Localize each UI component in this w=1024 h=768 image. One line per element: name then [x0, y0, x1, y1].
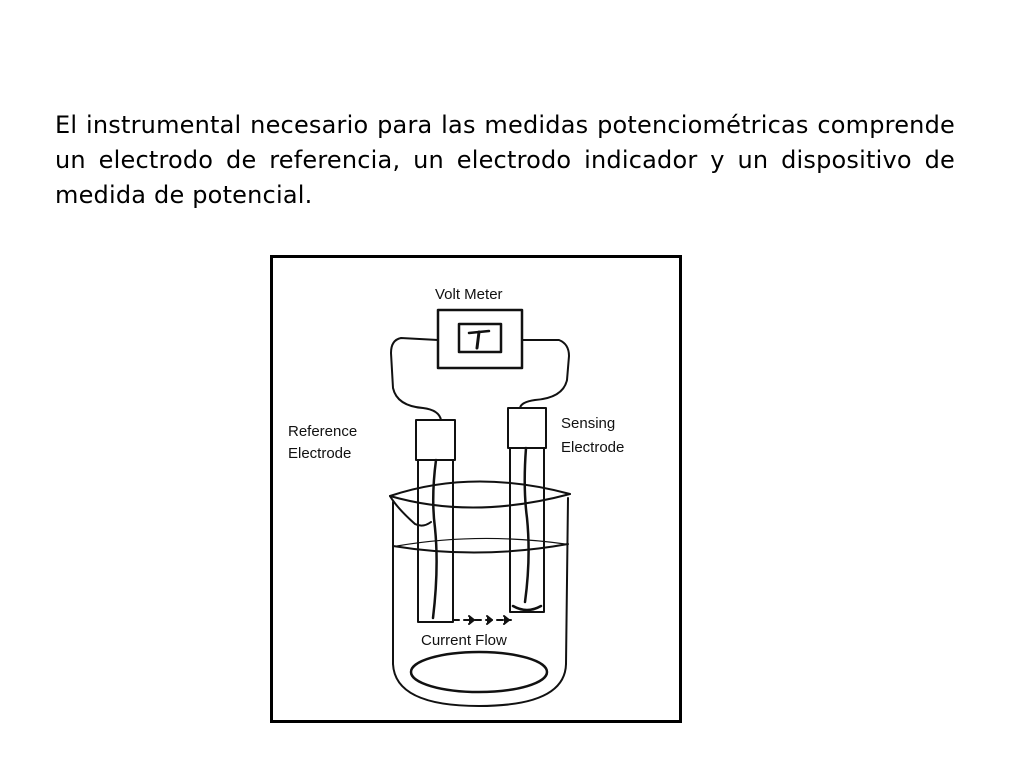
sensing-electrode-bulb [511, 604, 543, 612]
voltmeter-box [436, 308, 524, 370]
reference-electrode-label-1: Reference [288, 423, 357, 440]
voltmeter-icon [457, 322, 503, 354]
current-flow-label: Current Flow [421, 632, 507, 649]
beaker-bottom [392, 663, 567, 707]
reference-electrode-cap [415, 419, 456, 461]
beaker-bottom-ellipse [409, 650, 549, 694]
electrode-icon [415, 419, 456, 623]
sensing-electrode-label-1: Sensing [561, 415, 615, 432]
beaker-icon [389, 493, 571, 707]
reference-electrode-label-2: Electrode [288, 445, 351, 462]
arrow-right-icon [452, 615, 512, 625]
beaker-rim-back [389, 480, 571, 497]
electrochemical-cell-diagram: Volt Meter Reference Electrode Sensing E… [270, 255, 682, 723]
sensing-electrode-cap [507, 407, 547, 449]
beaker-spout [389, 495, 432, 527]
diagram-canvas: Volt Meter Reference Electrode Sensing E… [288, 286, 624, 707]
liquid-surface-back [396, 537, 566, 547]
liquid-surface [392, 543, 569, 554]
beaker-rim-front [389, 493, 571, 509]
wire-right [519, 339, 570, 409]
sensing-electrode-label-2: Electrode [561, 439, 624, 456]
reference-electrode-wire [431, 458, 438, 620]
beaker-wall-right [565, 497, 569, 665]
volt-meter-label: Volt Meter [435, 286, 503, 303]
slide-paragraph: El instrumental necesario para las medid… [55, 111, 955, 209]
wire-left [390, 337, 442, 421]
sensing-electrode-wire [523, 446, 530, 604]
